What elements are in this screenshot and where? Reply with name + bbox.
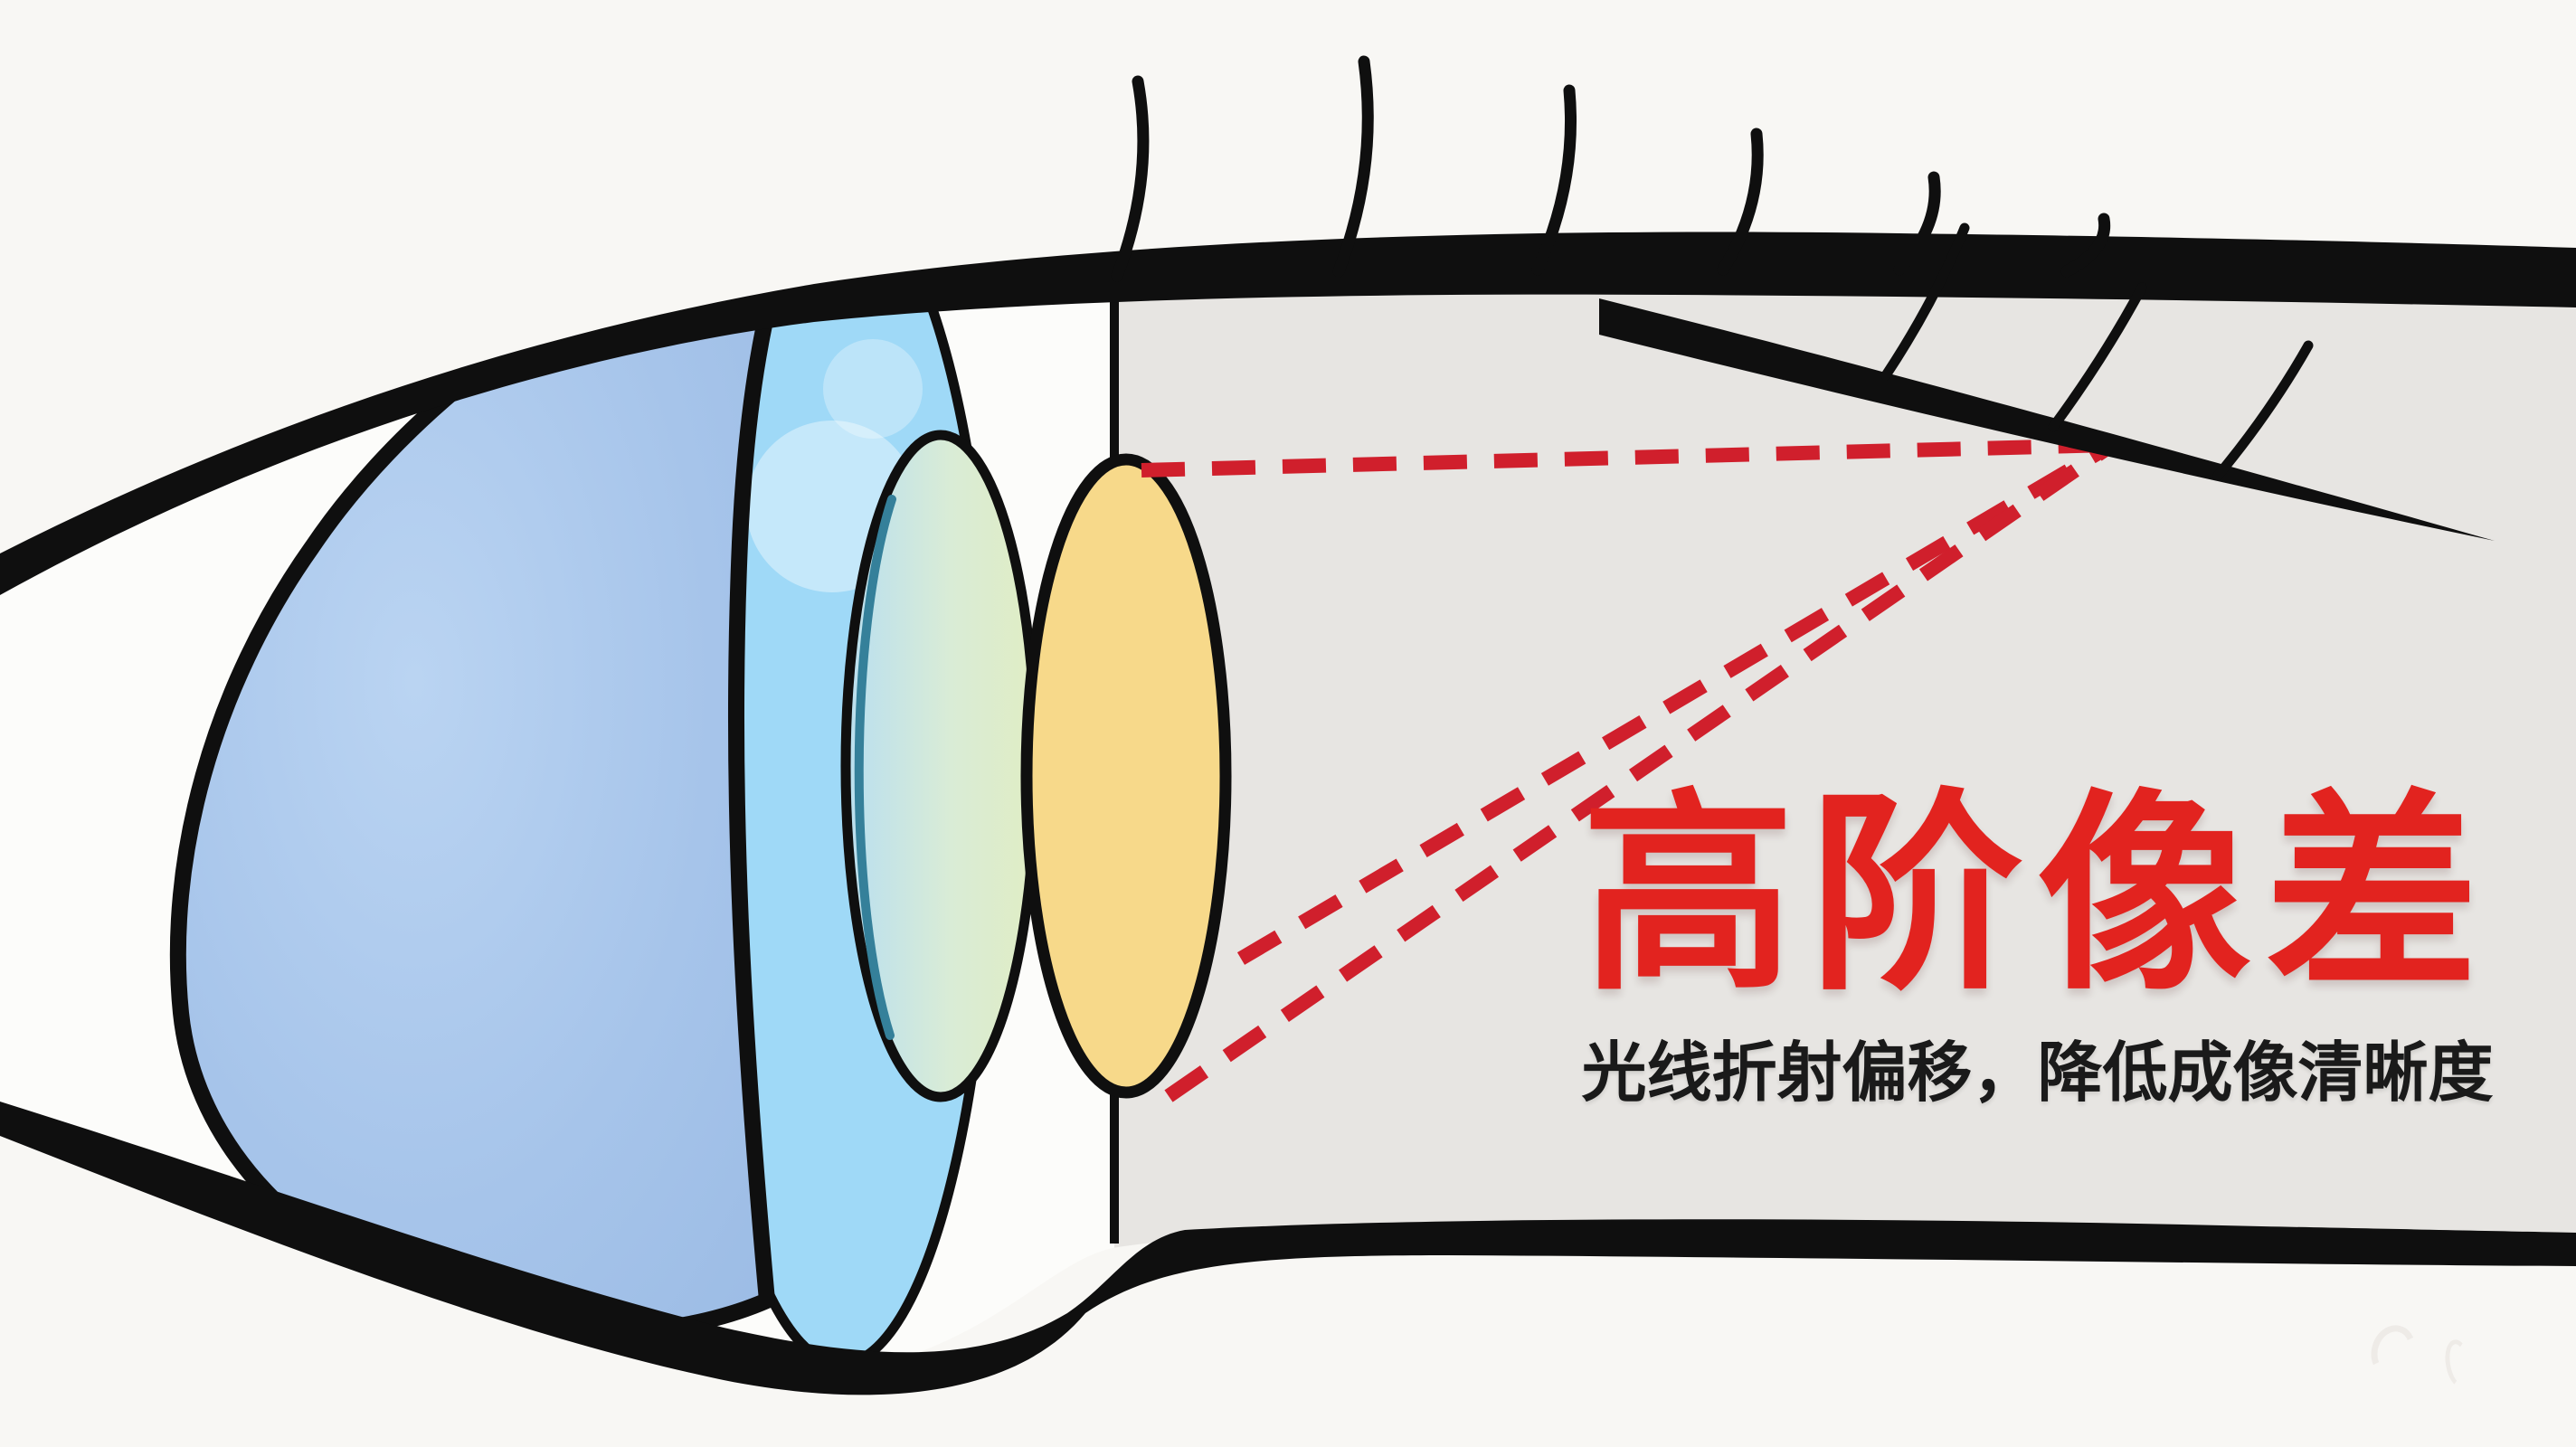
eyelid-fold xyxy=(1599,298,2495,541)
lower-eyelid xyxy=(0,1102,2576,1395)
subtitle: 光线折射偏移，降低成像清晰度 xyxy=(1581,1037,2494,1110)
upper-eyelashes xyxy=(1111,55,2111,282)
eyelash-3 xyxy=(1531,84,1577,276)
crystalline-lens xyxy=(840,430,1041,1102)
retina-panel xyxy=(1114,255,2576,1311)
eyelash-2 xyxy=(1332,55,1374,278)
aberrated-lens-yellow xyxy=(1020,453,1232,1099)
light-rays xyxy=(1141,438,2117,1102)
cornea-highlight-small xyxy=(823,339,923,439)
eyelash-1 xyxy=(1111,75,1150,282)
light-ray-bottom xyxy=(1164,439,2117,1102)
upper-eyelid xyxy=(0,232,2576,595)
eyelash-6 xyxy=(2060,213,2111,278)
fold-eyelash-3 xyxy=(2212,340,2314,481)
light-ray-top xyxy=(1141,438,2113,478)
light-ray-middle xyxy=(1236,439,2117,965)
eyelash-5 xyxy=(1893,171,1941,276)
fold-eyelashes xyxy=(1880,222,2314,481)
eyelash-4 xyxy=(1717,128,1764,276)
fold-eyelash-1 xyxy=(1880,222,1970,381)
title: 高阶像差 xyxy=(1581,776,2494,1015)
fold-eyelash-2 xyxy=(2048,282,2147,432)
lens-teal-edge xyxy=(854,495,896,1040)
